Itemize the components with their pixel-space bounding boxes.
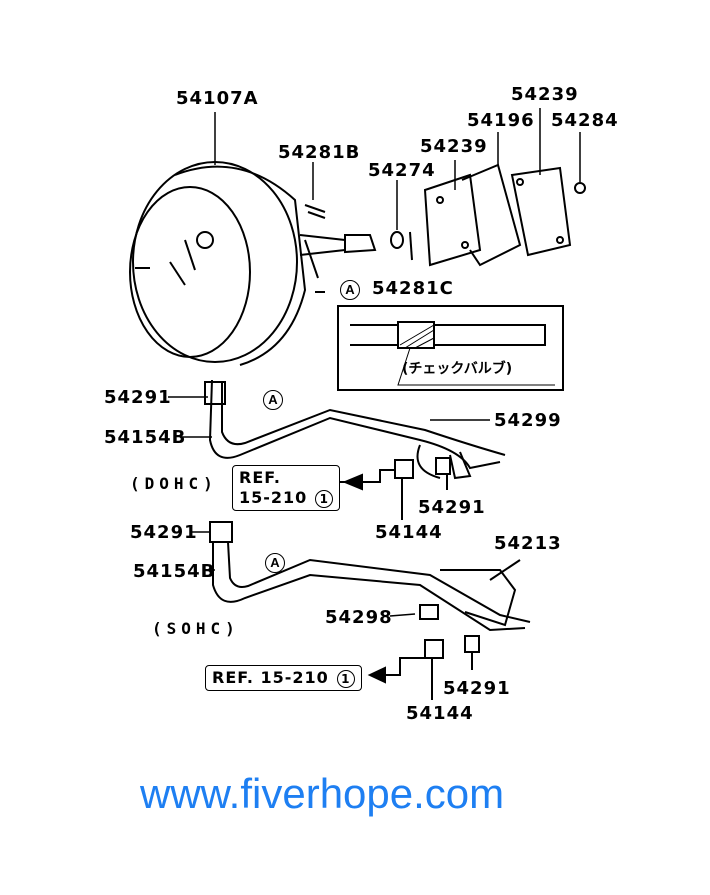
- inset-caption: (チェックバルブ): [402, 361, 513, 377]
- label-54299: 54299: [494, 410, 562, 431]
- label-54239: 54239: [420, 136, 488, 157]
- callout-a: A: [265, 553, 285, 573]
- ref-line: REF. 15-210: [212, 668, 329, 687]
- label-54213: 54213: [494, 533, 562, 554]
- label-54291: 54291: [418, 497, 486, 518]
- label-54284: 54284: [551, 110, 619, 131]
- label-54144: 54144: [406, 703, 474, 724]
- ref-sohc: REF. 15-210 1: [205, 665, 362, 691]
- leader-lines: [168, 108, 581, 617]
- check-valve-detail: [350, 321, 555, 386]
- label-54281B: 54281B: [278, 142, 361, 163]
- label-54274: 54274: [368, 160, 436, 181]
- label-54239: 54239: [511, 84, 579, 105]
- label-54291: 54291: [104, 387, 172, 408]
- label-54281C: 54281C: [372, 278, 454, 299]
- label-54154B: 54154B: [104, 427, 187, 448]
- label-54107A: 54107A: [176, 88, 259, 109]
- label-54144: 54144: [375, 522, 443, 543]
- label-54291: 54291: [130, 522, 198, 543]
- pin-54281B: [304, 204, 326, 219]
- ref-line: REF.: [239, 468, 281, 487]
- clip-54281C: [409, 231, 413, 261]
- ref-dohc: REF. 15-210 1: [232, 465, 341, 511]
- callout-a: A: [340, 280, 360, 300]
- ref-number: 1: [315, 490, 334, 508]
- label-54291: 54291: [443, 678, 511, 699]
- variant-sohc: (SOHC): [152, 619, 240, 638]
- check-valve-inset: [337, 305, 564, 391]
- nut-54284: [574, 182, 586, 194]
- label-54196: 54196: [467, 110, 535, 131]
- arrow-icon: [342, 473, 363, 491]
- ref-number: 1: [336, 670, 355, 688]
- variant-dohc: (DOHC): [130, 474, 218, 493]
- watermark: www.fiverhope.com: [140, 770, 505, 817]
- callout-a: A: [263, 390, 283, 410]
- washer-54274: [390, 231, 404, 249]
- label-54298: 54298: [325, 607, 393, 628]
- gaskets-spacer: [423, 163, 572, 267]
- label-54154B: 54154B: [133, 561, 216, 582]
- arrow-icon: [367, 666, 386, 684]
- ref-line: 15-210: [239, 488, 308, 507]
